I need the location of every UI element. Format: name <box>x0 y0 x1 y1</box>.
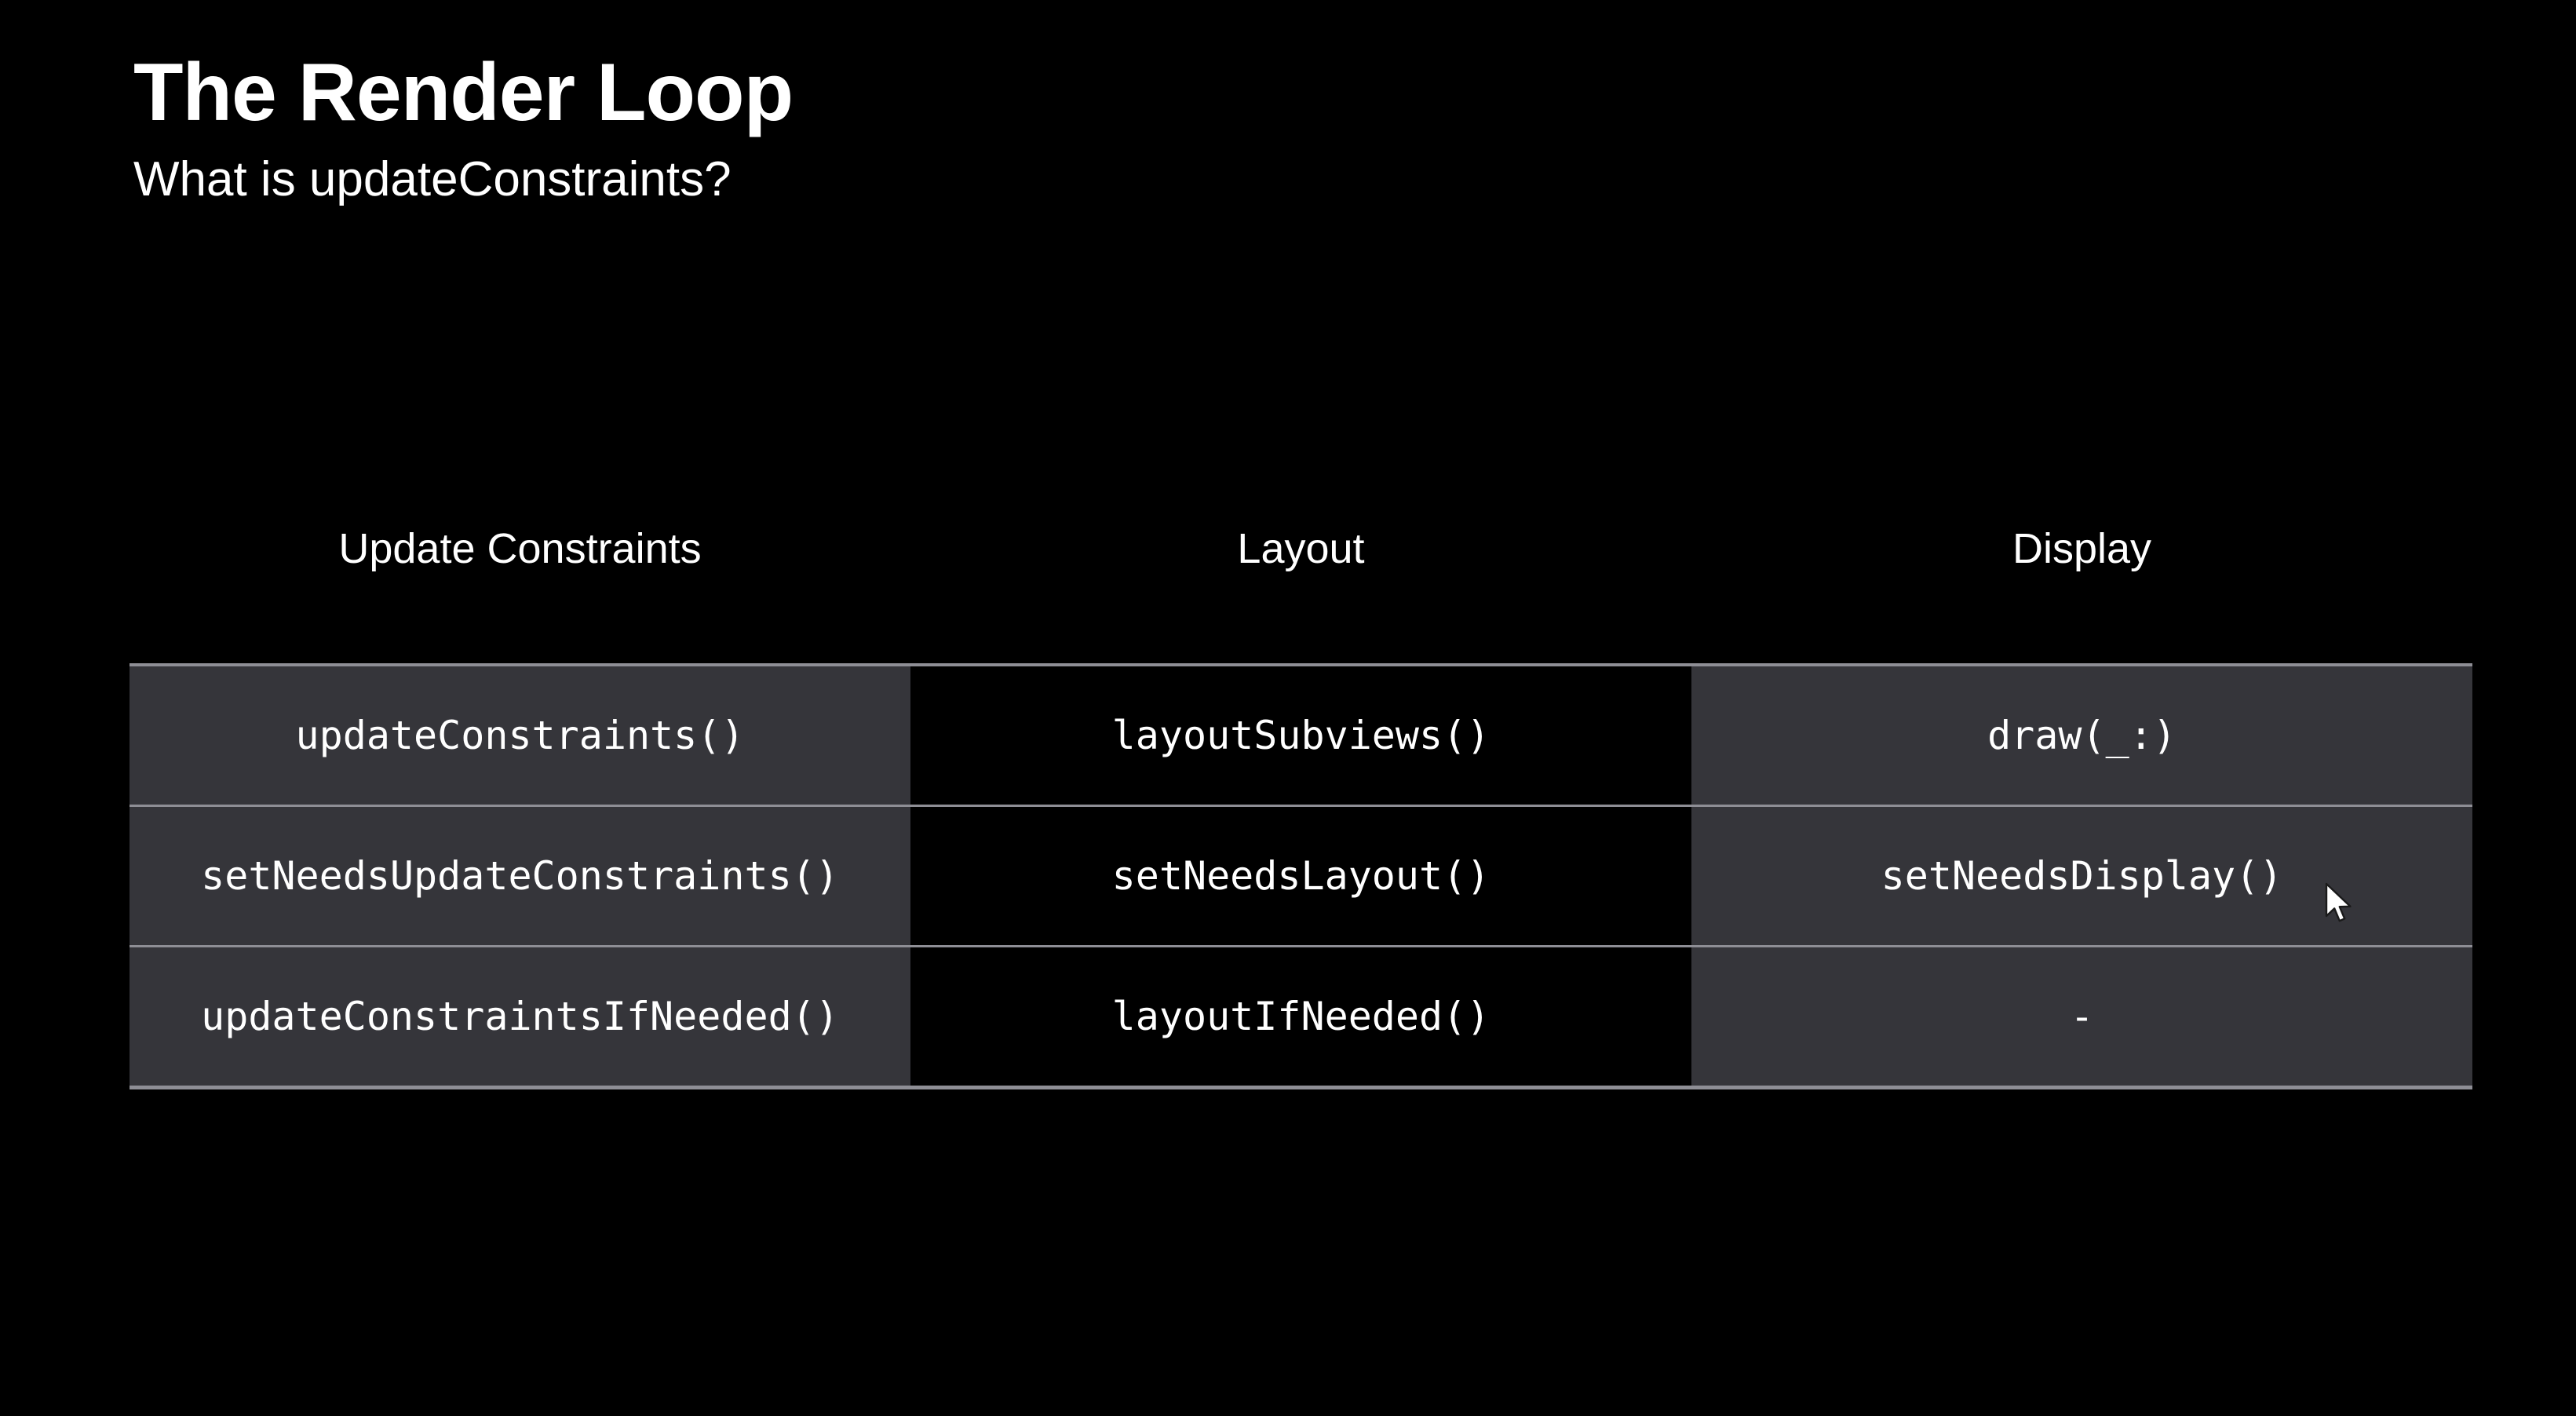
table-row: setNeedsUpdateConstraints()setNeedsLayou… <box>130 805 2472 945</box>
table-cell-display: - <box>1691 947 2472 1086</box>
slide-subtitle: What is updateConstraints? <box>133 152 732 207</box>
table-cell-update_constraints: updateConstraints() <box>130 666 910 805</box>
page-title: The Render Loop <box>133 47 794 138</box>
table-cell-layout: layoutSubviews() <box>910 666 1691 805</box>
table-row: updateConstraintsIfNeeded()layoutIfNeede… <box>130 945 2472 1086</box>
render-loop-table: updateConstraints()layoutSubviews()draw(… <box>130 663 2472 1089</box>
column-header-layout: Layout <box>1237 525 1365 572</box>
slide-heading: The Render Loop What is updateConstraint… <box>133 47 2174 210</box>
table-cell-layout: setNeedsLayout() <box>910 807 1691 945</box>
table-column-headers: Update Constraints Layout Display <box>130 527 2472 570</box>
table-cell-layout: layoutIfNeeded() <box>910 947 1691 1086</box>
table-cell-display: setNeedsDisplay() <box>1691 807 2472 945</box>
table-row: updateConstraints()layoutSubviews()draw(… <box>130 666 2472 805</box>
table-cell-display: draw(_:) <box>1691 666 2472 805</box>
column-header-display: Display <box>2012 525 2152 572</box>
table-cell-update_constraints: setNeedsUpdateConstraints() <box>130 807 910 945</box>
column-header-update_constraints: Update Constraints <box>338 525 702 572</box>
table-cell-update_constraints: updateConstraintsIfNeeded() <box>130 947 910 1086</box>
